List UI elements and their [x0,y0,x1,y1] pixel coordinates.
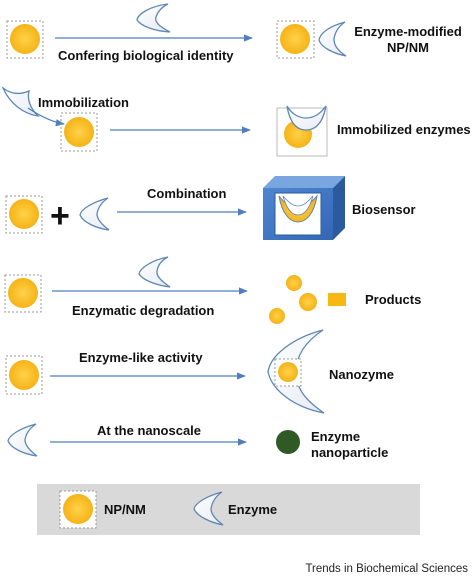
row1-result-np [276,20,315,59]
row4-np [4,274,42,313]
row1-enzyme-icon [136,3,171,33]
result-nanozyme: Nanozyme [329,367,395,382]
result-products: Products [365,292,422,307]
row3-enzyme-icon [79,197,110,231]
footer-journal: Trends in Biochemical Sciences [305,563,468,575]
result-immobilized-enzymes: Immobilized enzymes [337,122,471,137]
row6-enzyme-icon [7,423,38,457]
legend-enzyme-icon [193,491,224,526]
row1-result-enzyme-icon [318,21,347,57]
result-enzyme-nanoparticle: Enzyme nanoparticle [311,429,389,460]
legend: NP/NM Enzyme [37,484,420,535]
enzyme-nanoparticle-icon [276,430,300,454]
result-enzyme-modified: Enzyme-modified NP/NM [354,24,462,55]
label-combination: Combination [147,186,227,201]
biosensor-icon [263,176,345,240]
label-enzymatic-degradation: Enzymatic degradation [72,303,215,318]
row5-np [5,355,43,395]
row3-np [5,195,43,234]
row1-np [6,20,44,59]
label-immobilization: Immobilization [38,95,129,110]
label-enzyme-like-activity: Enzyme-like activity [79,350,203,365]
label-confering-biological-identity: Confering biological identity [58,48,234,63]
row2-np [60,112,98,152]
immobilized-enzyme-icon [276,105,328,157]
label-at-the-nanoscale: At the nanoscale [97,423,202,438]
result-biosensor: Biosensor [352,202,416,217]
legend-np-label: NP/NM [104,502,146,517]
legend-enzyme-label: Enzyme [228,502,278,517]
row4-enzyme-icon [138,256,171,288]
products-shapes [269,275,346,324]
plus-sign: + [50,197,70,235]
nanozyme-icon [267,329,325,414]
legend-np-icon [59,490,97,529]
